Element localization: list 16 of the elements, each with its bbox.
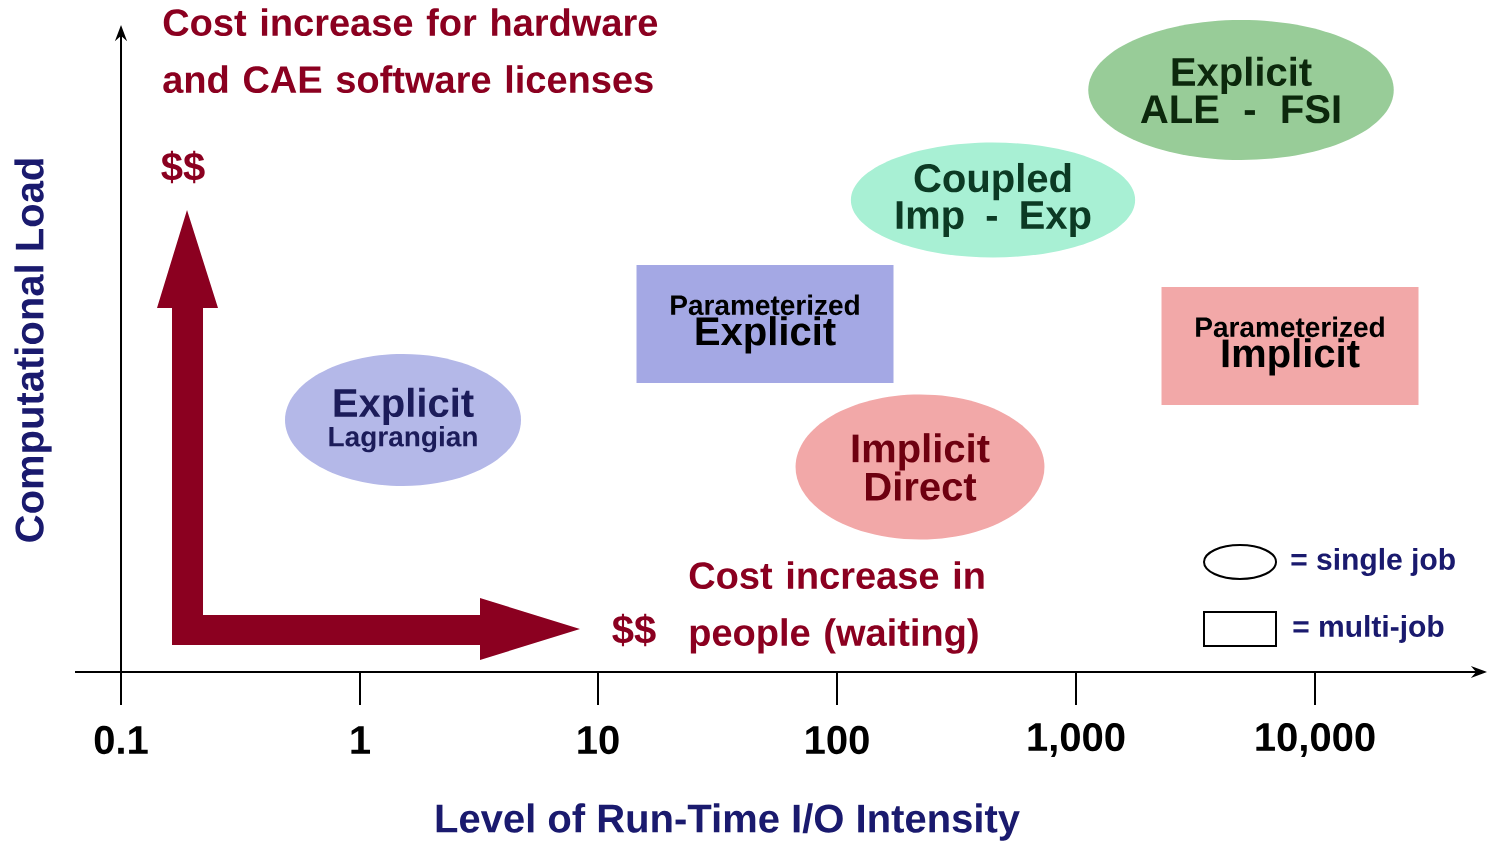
axis-title: Computational Load bbox=[14, 159, 52, 542]
tick-label: 1 bbox=[351, 726, 370, 754]
cost-symbol: $$ bbox=[161, 150, 205, 184]
tick-label: 0.1 bbox=[94, 725, 148, 755]
legend-item: = multi-job bbox=[1203, 611, 1444, 647]
tick-label: 1,000 bbox=[1028, 722, 1125, 758]
axis-title: Level of Run-Time I/O Intensity bbox=[436, 803, 1020, 841]
tick-label: 10,000 bbox=[1256, 722, 1375, 758]
multi-job-box: Parameterized Implicit bbox=[1161, 287, 1419, 405]
cost-note: Cost increase in people (waiting) bbox=[689, 561, 984, 654]
cost-symbol: $$ bbox=[612, 613, 656, 647]
tick-label: 100 bbox=[806, 725, 869, 755]
tick-label: 10 bbox=[578, 725, 619, 755]
multi-job-box: Parameterized Explicit bbox=[636, 265, 894, 383]
legend-item: = single job bbox=[1203, 544, 1455, 580]
cost-note: Cost increase for hardware and CAE software licenses bbox=[163, 8, 658, 94]
